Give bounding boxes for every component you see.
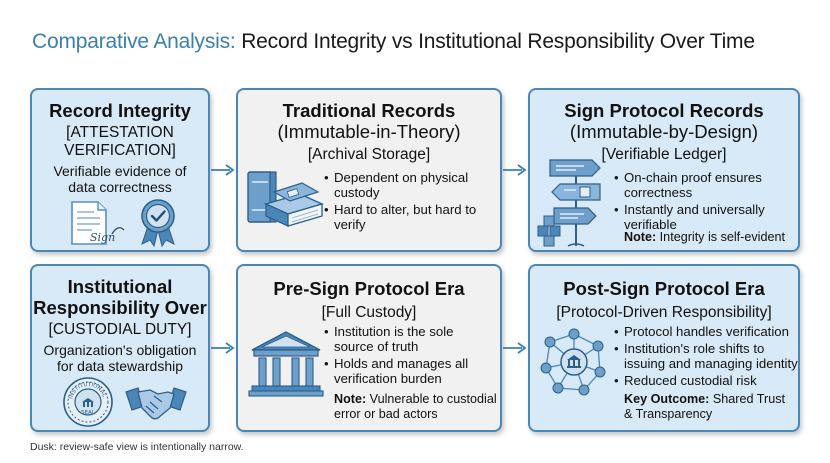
card-note: Key Outcome: Shared Trust & Transparency [624, 392, 794, 422]
bullet-item: Protocol handles verification [614, 324, 798, 339]
card-post-sign-era: Post-Sign Protocol Era [Protocol-Driven … [528, 264, 800, 432]
card-heading: Pre-Sign Protocol Era [273, 278, 465, 299]
network-hub-icon [540, 328, 606, 396]
title-rest: Record Integrity vs Institutional Respon… [235, 30, 755, 53]
title-accent: Comparative Analysis: [32, 30, 236, 53]
bullet-list: Dependent on physical custody Hard to al… [324, 170, 496, 234]
seal-center-text: SEAL [81, 410, 96, 416]
arrow-right-icon [211, 342, 235, 354]
verified-badge-icon [141, 199, 175, 248]
card-note: Note: Integrity is self-evident [624, 230, 796, 245]
card-institutional-responsibility: Institutional Responsibility Over [CUSTO… [30, 264, 210, 432]
card-description: for data stewardship [56, 358, 184, 374]
bullet-item: On-chain proof ensures correctness [614, 170, 796, 200]
card-description: Organization's obligation [43, 342, 197, 358]
card-subtitle: [CUSTODIAL DUTY] [48, 321, 192, 338]
bullet-list: Protocol handles verification Institutio… [614, 324, 798, 390]
card-heading: Traditional Records [282, 100, 456, 121]
card-sign-protocol-records: Sign Protocol Records (Immutable-by-Desi… [528, 88, 800, 252]
card-record-integrity: Record Integrity [ATTESTATION VERIFICATI… [30, 88, 210, 252]
card-heading: Record Integrity [49, 100, 191, 121]
card-heading: Institutional [67, 276, 173, 297]
bullet-list: On-chain proof ensures correctness Insta… [614, 170, 796, 234]
card-pre-sign-era: Pre-Sign Protocol Era [Full Custody] Ins… [236, 264, 502, 432]
card-heading: (Immutable-in-Theory) [277, 121, 461, 142]
blockchain-ledger-icon [537, 159, 601, 247]
note-text: Shared Trust & Transparency [624, 392, 785, 421]
bullet-item: Dependent on physical custody [324, 170, 496, 200]
signature-text: Sign [90, 231, 115, 244]
institutional-seal-icon: INSTITUTIONAL SEAL [63, 377, 113, 427]
card-description: data correctness [68, 179, 172, 195]
handshake-icon [125, 387, 187, 420]
bullet-item: Institution is the sole source of truth [324, 324, 496, 354]
arrow-right-icon [211, 164, 235, 176]
institution-building-icon [248, 331, 324, 397]
card-heading: Sign Protocol Records [564, 100, 764, 121]
bullet-item: Institution's role shifts to issuing and… [614, 341, 798, 371]
card-subtitle: [Archival Storage] [307, 146, 431, 163]
arrow-right-icon [503, 164, 527, 176]
card-subtitle: [ATTESTATION [66, 124, 174, 141]
note-label: Note: [334, 392, 367, 406]
card-description: Verifiable evidence of [53, 163, 187, 179]
card-heading: Responsibility Over [33, 297, 207, 318]
page-title: Comparative Analysis: Record Integrity v… [32, 30, 755, 54]
books-icon [247, 171, 324, 228]
card-subtitle: VERIFICATION] [64, 142, 176, 159]
signed-document-icon: Sign [71, 201, 125, 245]
card-traditional-records: Traditional Records (Immutable-in-Theory… [236, 88, 502, 252]
note-text: Vulnerable to custodial error or bad act… [334, 392, 497, 421]
bullet-item: Instantly and universally verifiable [614, 202, 796, 232]
card-subtitle: [Full Custody] [321, 304, 417, 321]
card-subtitle: [Verifiable Ledger] [601, 146, 727, 163]
footer-note: Dusk: review-safe view is intentionally … [30, 441, 244, 453]
note-text: Integrity is self-evident [656, 230, 785, 244]
card-subtitle: [Protocol-Driven Responsibility] [556, 304, 772, 321]
note-label: Note: [624, 230, 657, 244]
bullet-item: Holds and manages all verification burde… [324, 356, 496, 386]
bullet-item: Hard to alter, but hard to verify [324, 202, 496, 232]
card-note: Note: Vulnerable to custodial error or b… [334, 392, 498, 422]
bullet-item: Reduced custodial risk [614, 373, 798, 388]
card-heading: Post-Sign Protocol Era [563, 278, 765, 299]
bullet-list: Institution is the sole source of truth … [324, 324, 496, 388]
arrow-right-icon [503, 342, 527, 354]
note-label: Key Outcome: [624, 392, 710, 406]
card-heading: (Immutable-by-Design) [569, 121, 759, 142]
